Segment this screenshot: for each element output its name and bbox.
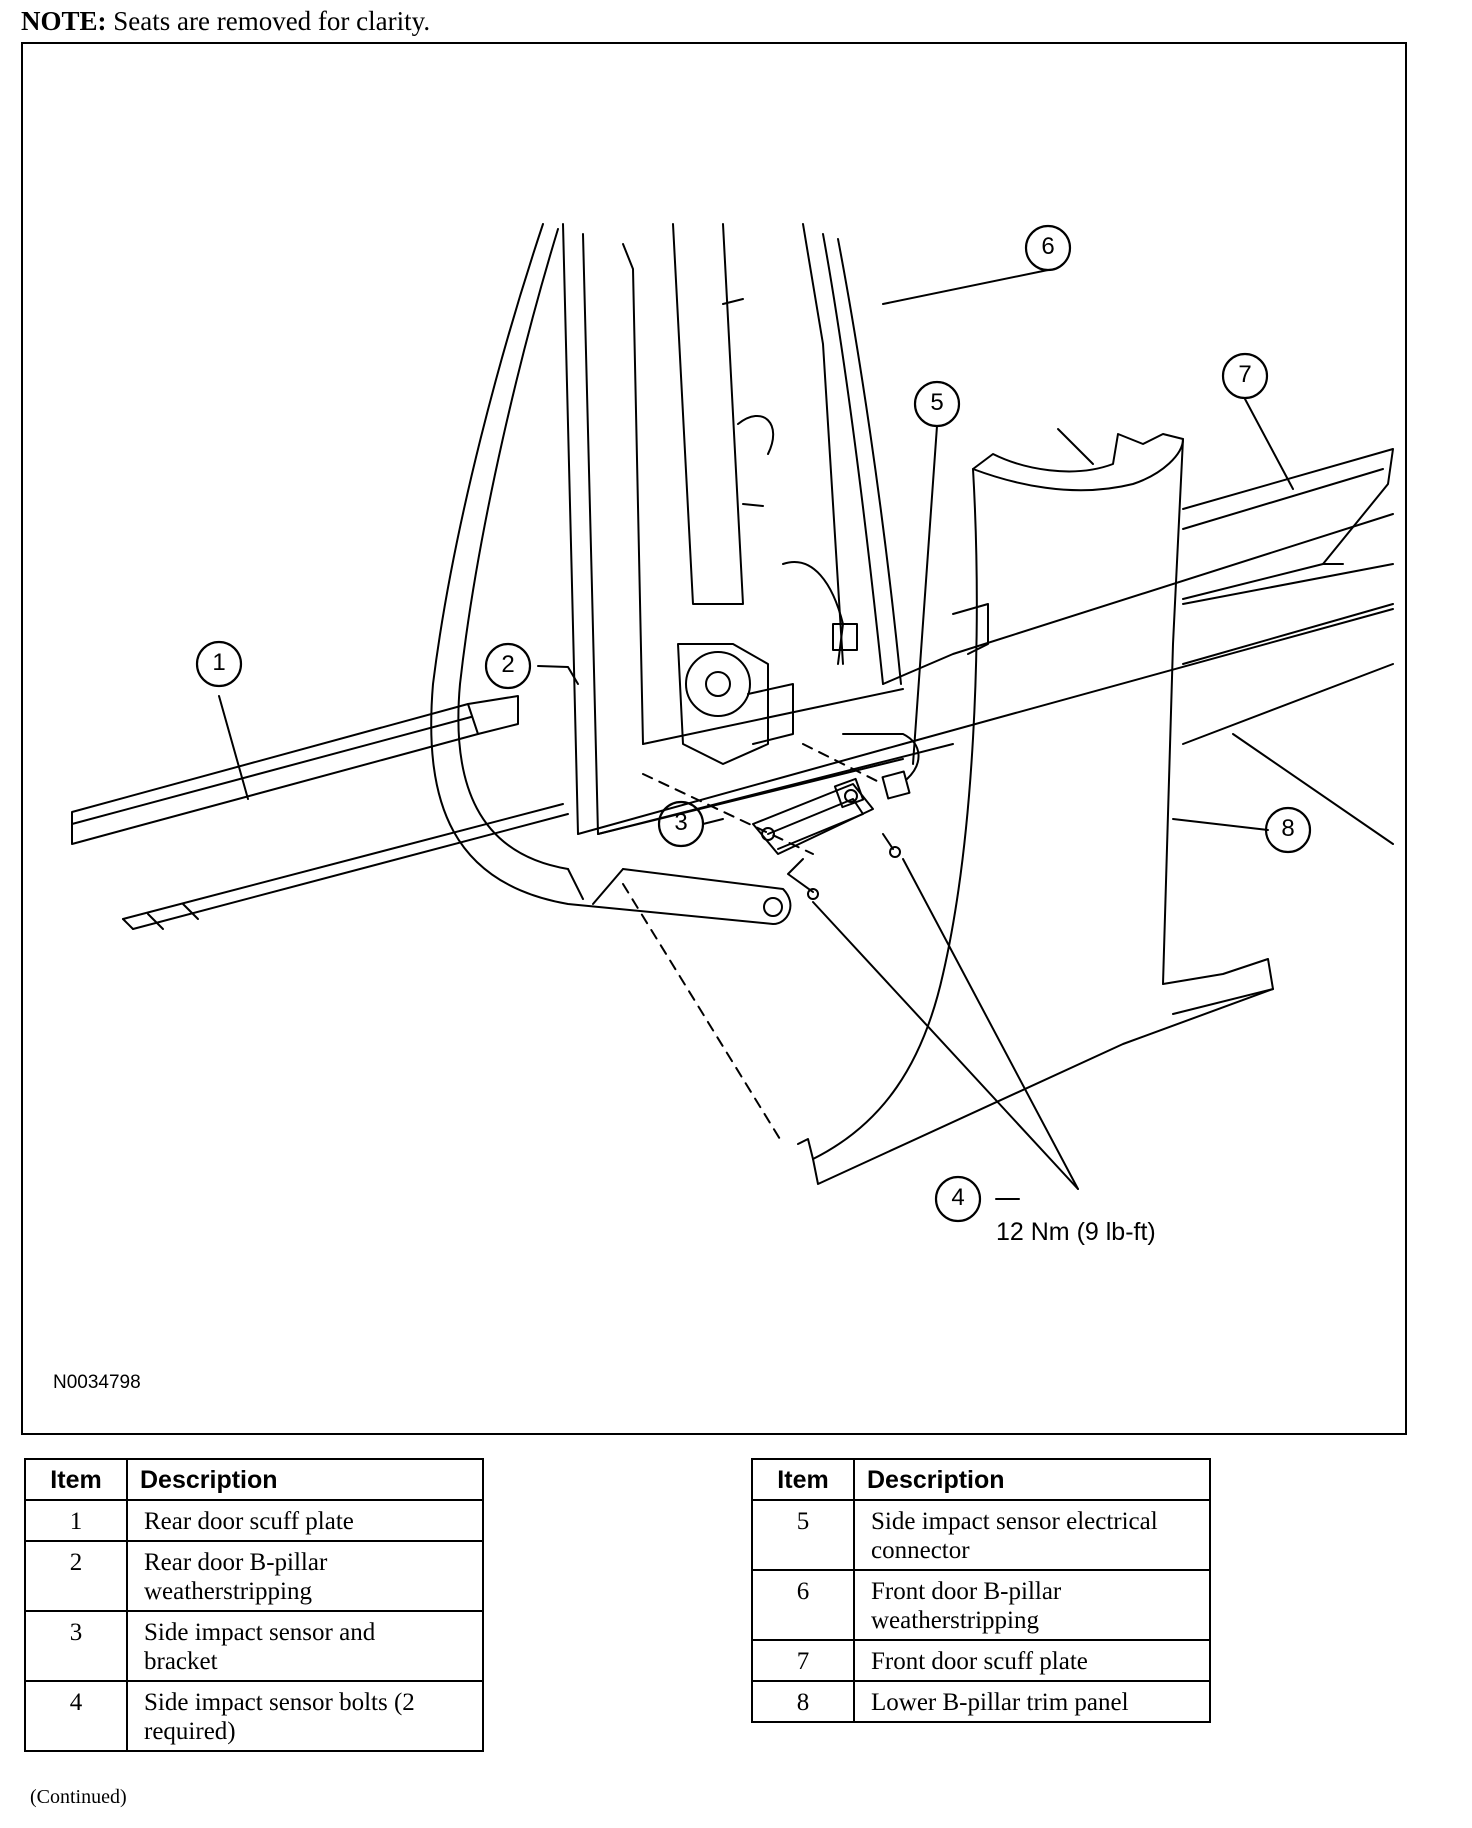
item-description: Front door scuff plate bbox=[853, 1639, 1211, 1682]
item-number: 4 bbox=[24, 1680, 128, 1752]
callout-5: 5 bbox=[930, 389, 944, 416]
header-item: Item bbox=[24, 1458, 128, 1501]
figure-id: N0034798 bbox=[53, 1372, 141, 1393]
table-row: 6 Front door B-pillar weatherstripping bbox=[751, 1569, 1211, 1641]
callout-6: 6 bbox=[1041, 233, 1055, 260]
alignment-lines bbox=[622, 743, 884, 1145]
callout-8: 8 bbox=[1281, 815, 1295, 842]
item-description: Side impact sensor bolts (2 required) bbox=[126, 1680, 484, 1752]
item-description: Lower B-pillar trim panel bbox=[853, 1680, 1211, 1723]
legend-table-left: Item Description 1 Rear door scuff plate… bbox=[24, 1458, 484, 1752]
legend-header-row: Item Description bbox=[751, 1458, 1211, 1501]
b-pillar-structure-drawing bbox=[562, 223, 1394, 835]
item-number: 1 bbox=[24, 1499, 128, 1542]
callout-3: 3 bbox=[674, 809, 688, 836]
rear-door-scuff-plate-drawing bbox=[71, 695, 569, 930]
header-description: Description bbox=[853, 1458, 1211, 1501]
exploded-view-figure: 1 2 3 4 5 6 7 8 12 Nm (9 lb-ft) N0034798 bbox=[21, 42, 1407, 1435]
lower-b-pillar-trim-panel-drawing bbox=[797, 428, 1274, 1185]
item-description: Front door B-pillar weatherstripping bbox=[853, 1569, 1211, 1641]
item-description: Rear door B-pillar weatherstripping bbox=[126, 1540, 484, 1612]
item-description: Side impact sensor electrical connector bbox=[853, 1499, 1211, 1571]
note-text: Seats are removed for clarity. bbox=[113, 6, 431, 36]
table-row: 8 Lower B-pillar trim panel bbox=[751, 1680, 1211, 1723]
table-row: 1 Rear door scuff plate bbox=[24, 1499, 484, 1542]
callout-4: 4 bbox=[951, 1184, 965, 1211]
b-pillar-illustration bbox=[71, 223, 1394, 1223]
sensor-bolts-drawing bbox=[787, 833, 1079, 1190]
table-row: 5 Side impact sensor electrical connecto… bbox=[751, 1499, 1211, 1571]
table-row: 4 Side impact sensor bolts (2 required) bbox=[24, 1680, 484, 1752]
note: NOTE: Seats are removed for clarity. bbox=[21, 6, 430, 37]
item-number: 2 bbox=[24, 1540, 128, 1612]
header-item: Item bbox=[751, 1458, 855, 1501]
torque-spec: 12 Nm (9 lb-ft) bbox=[996, 1218, 1156, 1246]
rear-door-weatherstripping-drawing bbox=[430, 223, 792, 925]
header-description: Description bbox=[126, 1458, 484, 1501]
leader-lines bbox=[218, 269, 1294, 1200]
table-row: 2 Rear door B-pillar weatherstripping bbox=[24, 1540, 484, 1612]
item-description: Rear door scuff plate bbox=[126, 1499, 484, 1542]
table-row: 7 Front door scuff plate bbox=[751, 1639, 1211, 1682]
item-number: 3 bbox=[24, 1610, 128, 1682]
legend-table-right: Item Description 5 Side impact sensor el… bbox=[751, 1458, 1211, 1723]
callout-1: 1 bbox=[212, 649, 226, 676]
item-number: 6 bbox=[751, 1569, 855, 1641]
item-description: Side impact sensor and bracket bbox=[126, 1610, 484, 1682]
note-label: NOTE: bbox=[21, 6, 107, 36]
item-number: 5 bbox=[751, 1499, 855, 1571]
seat-belt-retractor-drawing bbox=[672, 223, 858, 765]
item-number: 8 bbox=[751, 1680, 855, 1723]
front-door-scuff-plate-drawing bbox=[952, 448, 1394, 845]
item-number: 7 bbox=[751, 1639, 855, 1682]
sensor-connector-drawing bbox=[842, 733, 920, 800]
callout-2: 2 bbox=[501, 651, 515, 678]
side-impact-sensor-drawing bbox=[752, 777, 874, 855]
callout-7: 7 bbox=[1238, 361, 1252, 388]
continued-note: (Continued) bbox=[30, 1786, 127, 1808]
table-row: 3 Side impact sensor and bracket bbox=[24, 1610, 484, 1682]
callout-circles bbox=[195, 224, 1312, 1223]
legend-header-row: Item Description bbox=[24, 1458, 484, 1501]
